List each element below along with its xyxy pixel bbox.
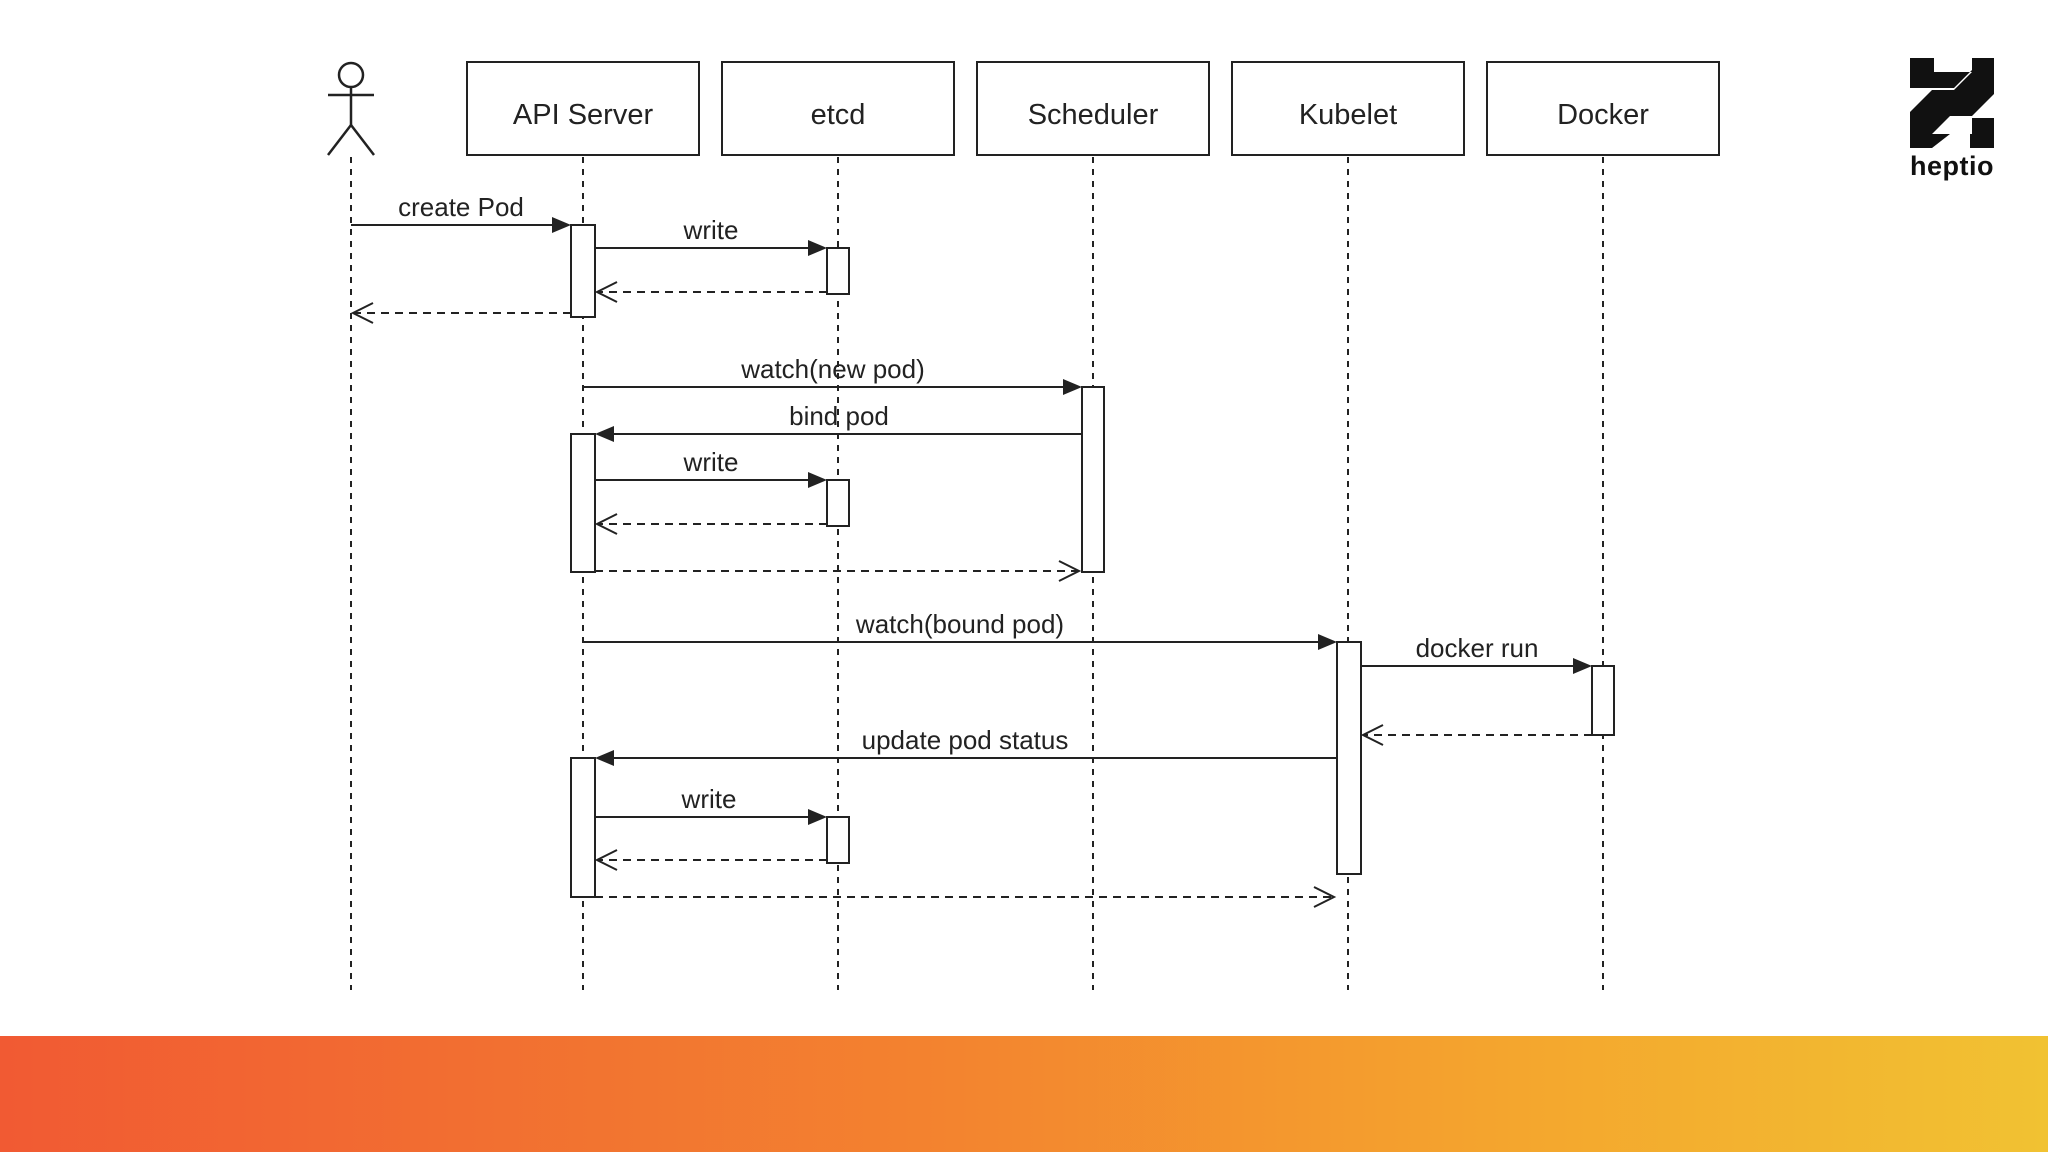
- arrowhead-filled-icon: [808, 472, 827, 488]
- arrowhead-filled-icon: [808, 809, 827, 825]
- arrowhead-filled-icon: [552, 217, 571, 233]
- arrowhead-open-icon: [1360, 724, 1384, 746]
- arrowhead-filled-icon: [808, 240, 827, 256]
- sequence-diagram: API Server etcd Scheduler Kubelet Docker…: [327, 61, 1720, 990]
- arrowhead-open-icon: [594, 513, 618, 535]
- activation-bar: [826, 816, 850, 864]
- activation-bar: [1081, 386, 1105, 573]
- activation-bars: [570, 224, 1615, 898]
- heptio-logo: heptio: [1902, 58, 2002, 182]
- participant-label: Docker: [1557, 99, 1649, 131]
- activation-bar: [826, 479, 850, 527]
- lifelines: [350, 157, 1604, 990]
- participant-label: Kubelet: [1299, 99, 1397, 131]
- arrowhead-open-icon: [1313, 886, 1337, 908]
- arrowhead-filled-icon: [1573, 658, 1592, 674]
- message-label: watch(new pod): [740, 354, 925, 384]
- arrowhead-open-icon: [594, 849, 618, 871]
- participant-label: API Server: [513, 99, 654, 131]
- message-label: watch(bound pod): [855, 609, 1064, 639]
- heptio-logo-icon: [1910, 58, 1994, 148]
- logo-text: heptio: [1910, 151, 1994, 181]
- participant-kubelet: Kubelet: [1231, 61, 1465, 156]
- message-label: write: [681, 784, 737, 814]
- activation-bar: [570, 224, 596, 318]
- stick-figure-actor-icon: [327, 61, 375, 156]
- message-label: update pod status: [862, 725, 1069, 755]
- activation-bar: [826, 247, 850, 295]
- arrowhead-filled-icon: [1063, 379, 1082, 395]
- arrowhead-open-icon: [350, 302, 374, 324]
- messages: create Pod write watch(new pod) bind pod…: [350, 192, 1592, 908]
- participant-docker: Docker: [1486, 61, 1720, 156]
- participant-scheduler: Scheduler: [976, 61, 1210, 156]
- arrowhead-filled-icon: [595, 426, 614, 442]
- arrowhead-filled-icon: [1318, 634, 1337, 650]
- activation-bar: [570, 433, 596, 573]
- message-label: bind pod: [789, 401, 889, 431]
- participant-etcd: etcd: [721, 61, 955, 156]
- participant-label: etcd: [811, 99, 866, 131]
- activation-bar: [1336, 641, 1362, 875]
- arrowhead-open-icon: [1058, 560, 1082, 582]
- footer-gradient-bar: [0, 1036, 2048, 1152]
- activation-bar: [570, 757, 596, 898]
- message-label: write: [683, 447, 739, 477]
- activation-bar: [1591, 665, 1615, 736]
- message-label: create Pod: [398, 192, 524, 222]
- arrowhead-filled-icon: [595, 750, 614, 766]
- message-label: docker run: [1416, 633, 1539, 663]
- participant-label: Scheduler: [1028, 99, 1159, 131]
- arrowhead-open-icon: [594, 281, 618, 303]
- participant-api-server: API Server: [466, 61, 700, 156]
- message-label: write: [683, 215, 739, 245]
